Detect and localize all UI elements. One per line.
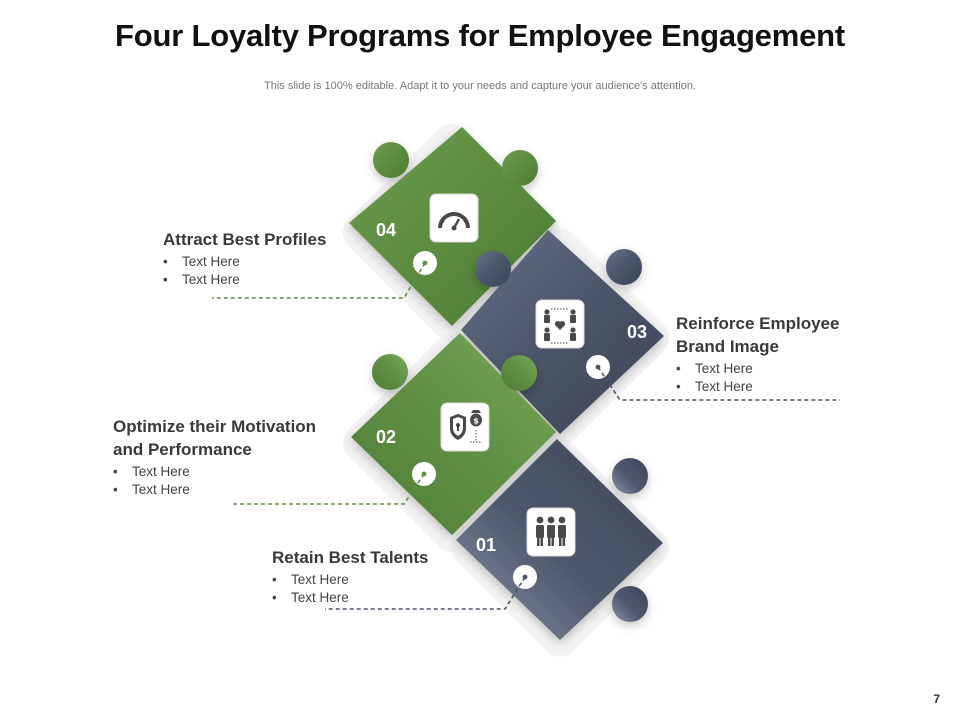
label-attract-best-profiles: Attract Best Profiles Text Here Text Her… [163, 228, 326, 289]
bullet-item: Text Here [163, 253, 326, 271]
speedometer-icon [429, 193, 479, 243]
bullet-item: Text Here [272, 571, 429, 589]
connector-04 [212, 262, 426, 299]
bullet-item: Text Here [676, 360, 839, 378]
bullet-item: Text Here [163, 271, 326, 289]
employee-network-icon [535, 299, 585, 349]
connector-02 [232, 473, 425, 505]
label-heading-line2: Brand Image [676, 337, 779, 356]
connector-dot-02 [421, 471, 427, 477]
label-reinforce-employee-brand: Reinforce Employee Brand Image Text Here… [676, 312, 839, 396]
team-icon [526, 507, 576, 557]
label-optimize-motivation: Optimize their Motivation and Performanc… [113, 415, 316, 499]
bullet-item: Text Here [113, 463, 316, 481]
shield-money-icon: $ [440, 402, 490, 452]
svg-text:$: $ [473, 417, 479, 426]
page-subtitle: This slide is 100% editable. Adapt it to… [264, 80, 696, 92]
connector-dot-01 [522, 574, 528, 580]
bullet-item: Text Here [272, 589, 429, 607]
label-heading-line1: Optimize their Motivation [113, 417, 317, 436]
label-heading-line1: Reinforce Employee [676, 314, 840, 333]
label-retain-best-talents: Retain Best Talents Text Here Text Here [272, 546, 429, 607]
label-heading: Attract Best Profiles [163, 230, 327, 249]
bullet-item: Text Here [113, 481, 316, 499]
connector-dot-03 [595, 364, 601, 370]
page-title: Four Loyalty Programs for Employee Engag… [115, 18, 845, 53]
piece-number-02: 02 [376, 427, 397, 447]
piece-number-04: 04 [376, 220, 397, 240]
label-heading-line2: and Performance [113, 440, 252, 459]
bullet-item: Text Here [676, 378, 839, 396]
connector-dot-04 [422, 260, 428, 266]
piece-number-01: 01 [476, 535, 497, 555]
page-number: 7 [933, 692, 940, 706]
label-heading: Retain Best Talents [272, 548, 429, 567]
connector-01 [325, 576, 526, 610]
piece-number-03: 03 [627, 322, 648, 342]
